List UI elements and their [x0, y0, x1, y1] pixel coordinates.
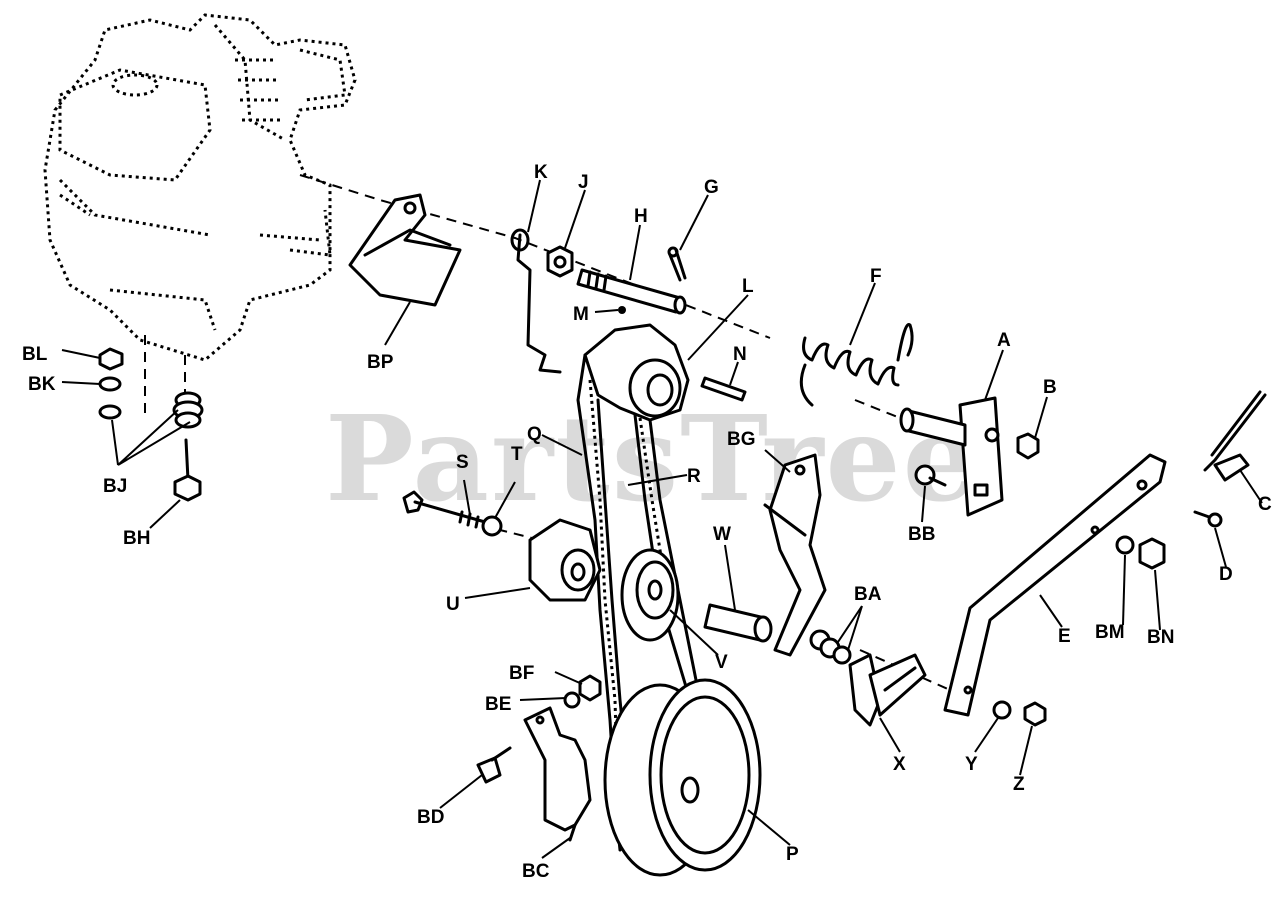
part-bc-bracket: [523, 706, 592, 842]
label-bd: BD: [417, 807, 444, 828]
part-labels: K J G H L M F N A B C D E BM BN BB BG BA…: [22, 162, 1272, 882]
part-j-nut: [546, 245, 574, 278]
label-be: BE: [485, 694, 511, 715]
label-bm: BM: [1095, 622, 1125, 643]
label-bc: BC: [522, 861, 550, 882]
label-bl: BL: [22, 344, 48, 365]
part-bm-washer: [1115, 535, 1135, 555]
label-p: P: [786, 844, 799, 865]
label-bg: BG: [727, 429, 756, 450]
label-l: L: [742, 276, 754, 297]
part-u-idler: [528, 518, 602, 602]
part-bn-nut: [1138, 537, 1166, 570]
part-bl-nut: [98, 347, 124, 371]
label-bj: BJ: [103, 476, 127, 497]
label-m: M: [573, 304, 589, 325]
part-h-pin: [576, 268, 687, 315]
part-s-bolt: [402, 490, 487, 529]
part-bh-bolt: [173, 438, 202, 502]
part-bb-bolt: [914, 464, 947, 487]
label-x: X: [893, 754, 906, 775]
label-u: U: [446, 594, 460, 615]
part-v-pulley: [620, 548, 680, 642]
part-g-cotter: [667, 246, 687, 282]
part-y-washer: [992, 700, 1012, 720]
label-bh: BH: [123, 528, 150, 549]
part-e-lever: [943, 453, 1167, 717]
engine: [43, 13, 357, 362]
label-t: T: [511, 444, 523, 465]
part-m-pin: [618, 306, 626, 314]
part-bd-bolt: [476, 746, 512, 784]
label-bp: BP: [367, 352, 394, 373]
label-g: G: [704, 177, 719, 198]
part-a-bracket: [899, 396, 1004, 517]
part-bg-bracket: [763, 453, 827, 657]
label-ba: BA: [854, 584, 882, 605]
part-l-pulley: [583, 323, 690, 422]
part-p-pulley: [603, 678, 762, 877]
part-bk-washer: [98, 376, 122, 392]
label-bn: BN: [1147, 627, 1174, 648]
label-f: F: [870, 266, 882, 287]
label-bf: BF: [509, 663, 534, 684]
label-r: R: [687, 466, 701, 487]
part-w-spacer: [703, 603, 773, 643]
leader-lines: [61, 179, 1263, 859]
part-be-washer: [563, 691, 581, 709]
label-b: B: [1043, 377, 1057, 398]
part-z-nut: [1023, 701, 1047, 727]
label-c: C: [1258, 494, 1272, 515]
label-a: A: [997, 330, 1011, 351]
label-y: Y: [965, 754, 978, 775]
part-f-spring: [799, 322, 914, 407]
part-bj-mount: [172, 391, 204, 429]
label-s: S: [456, 452, 469, 473]
part-bj-washer: [98, 404, 122, 420]
part-k-rod: [510, 228, 562, 374]
label-v: V: [715, 652, 728, 673]
part-bf-nut: [578, 674, 602, 702]
label-bb: BB: [908, 524, 935, 545]
label-n: N: [733, 344, 747, 365]
label-bk: BK: [28, 374, 56, 395]
part-ba-washers: [809, 629, 852, 665]
label-w: W: [713, 524, 731, 545]
label-e: E: [1058, 626, 1071, 647]
part-x-bracket: [848, 653, 927, 727]
label-h: H: [634, 206, 648, 227]
part-c-link: [1203, 390, 1267, 482]
part-b-nut: [1016, 432, 1040, 460]
part-n-pin: [700, 376, 747, 402]
label-z: Z: [1013, 774, 1025, 795]
label-j: J: [578, 172, 589, 193]
part-t-washer: [481, 515, 503, 537]
label-k: K: [534, 162, 548, 183]
part-bp-bracket: [348, 193, 462, 307]
label-q: Q: [527, 424, 542, 445]
label-d: D: [1219, 564, 1233, 585]
part-d-screw: [1193, 510, 1223, 528]
